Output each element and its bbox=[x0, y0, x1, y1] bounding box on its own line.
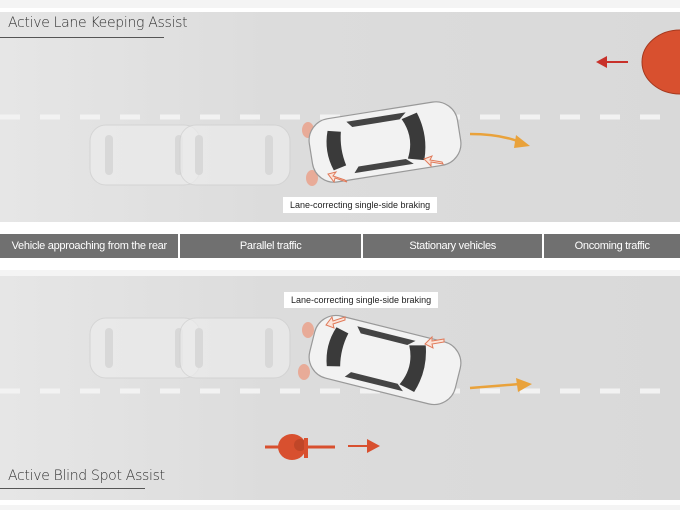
braking-arrow-icon bbox=[325, 315, 346, 329]
cyclist-icon bbox=[265, 434, 335, 460]
category-bar: Vehicle approaching from the rear Parall… bbox=[0, 234, 680, 258]
bottom-panel-title: Active Blind Spot Assist bbox=[8, 468, 165, 484]
divider bbox=[0, 222, 680, 234]
path-arrow-icon bbox=[469, 382, 521, 390]
path-arrow-icon bbox=[469, 132, 521, 144]
title-underline bbox=[0, 37, 164, 38]
top-road-edge bbox=[0, 8, 680, 12]
divider bbox=[0, 258, 680, 270]
braking-arrow-icon bbox=[423, 155, 444, 168]
category-stationary: Stationary vehicles bbox=[362, 234, 543, 258]
category-parallel: Parallel traffic bbox=[180, 234, 361, 258]
bottom-braking-label: Lane-correcting single-side braking bbox=[284, 292, 439, 308]
bottom-road bbox=[0, 276, 680, 500]
braking-arrow-icon bbox=[327, 171, 348, 184]
top-braking-label: Lane-correcting single-side braking bbox=[283, 197, 438, 213]
category-oncoming: Oncoming traffic bbox=[544, 234, 680, 258]
ego-car bbox=[305, 98, 465, 186]
ghost-car bbox=[179, 124, 291, 186]
category-rear: Vehicle approaching from the rear bbox=[0, 234, 179, 258]
bottom-road-edge bbox=[0, 500, 680, 505]
title-underline bbox=[0, 488, 145, 489]
braking-arrow-icon bbox=[424, 335, 445, 349]
oncoming-car bbox=[641, 29, 680, 95]
ghost-car bbox=[179, 317, 291, 379]
top-panel-title: Active Lane Keeping Assist bbox=[8, 15, 188, 31]
